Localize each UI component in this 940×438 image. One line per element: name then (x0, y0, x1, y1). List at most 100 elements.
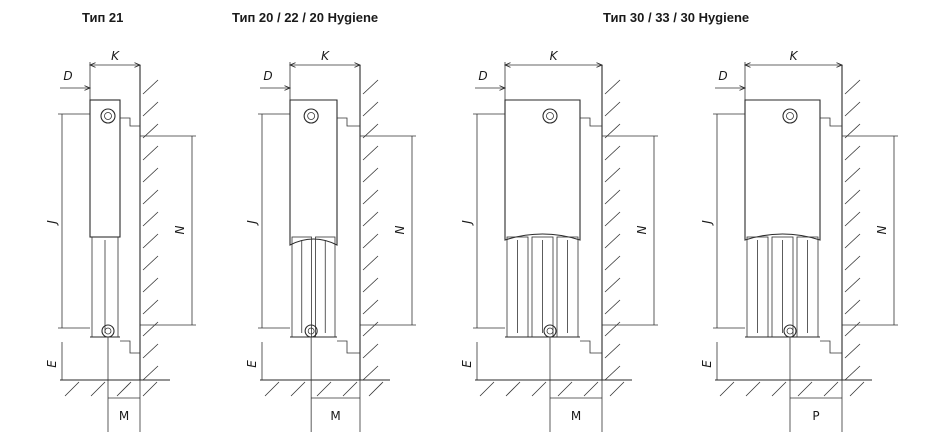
floor-hatch (505, 381, 521, 397)
wall-hatch (362, 211, 379, 227)
d-label: D (63, 69, 72, 83)
wall-hatch (362, 343, 379, 359)
n-label: N (635, 225, 649, 234)
n-label: N (393, 225, 407, 234)
top-bracket (820, 117, 842, 127)
top-connection-inner-icon (786, 112, 794, 120)
wall-hatch (604, 321, 621, 337)
wall-hatch (362, 233, 379, 249)
wall-hatch (844, 79, 861, 95)
wall-hatch (142, 211, 159, 227)
floor-hatch (479, 381, 495, 397)
wall-hatch (362, 189, 379, 205)
floor-hatch (557, 381, 573, 397)
radiator-cover (289, 99, 338, 246)
top-connection-icon (542, 108, 558, 124)
d-label: D (478, 69, 487, 83)
n-label: N (875, 225, 889, 234)
wall-hatch (142, 233, 159, 249)
wall-hatch (604, 255, 621, 271)
wall-hatch (604, 189, 621, 205)
k-label: K (550, 49, 559, 63)
d-label: D (263, 69, 272, 83)
d-label: D (718, 69, 727, 83)
wall-hatch (362, 255, 379, 271)
k-label: K (111, 49, 120, 63)
floor-hatch (342, 381, 358, 397)
top-bracket (337, 117, 360, 127)
wall-hatch (142, 79, 159, 95)
wall-hatch (844, 321, 861, 337)
radiator-figure-1: K D J N E M (45, 49, 196, 432)
wall-hatch (142, 189, 159, 205)
wall-hatch (142, 167, 159, 183)
e-label: E (460, 360, 474, 368)
floor-hatch (316, 381, 332, 397)
wall-hatch (362, 299, 379, 315)
floor-hatch (719, 381, 735, 397)
bottom-connection-inner-icon (786, 327, 794, 335)
n-label: N (173, 225, 187, 234)
top-connection-icon (303, 108, 319, 124)
radiator-cover (744, 99, 821, 241)
wall-hatch (142, 277, 159, 293)
m-label: M (119, 409, 129, 423)
floor-hatch (745, 381, 761, 397)
bottom-bracket (337, 340, 360, 354)
wall-hatch (362, 365, 379, 381)
title-type-30-33-30-hygiene: Тип 30 / 33 / 30 Hygiene (603, 10, 750, 25)
wall-hatch (844, 343, 861, 359)
wall-hatch (362, 145, 379, 161)
top-bracket (580, 117, 602, 127)
floor-hatch (849, 381, 865, 397)
top-connection-inner-icon (307, 112, 316, 120)
m-label: M (571, 409, 581, 423)
j-label: J (45, 220, 59, 226)
wall-hatch (362, 277, 379, 293)
wall-hatch (142, 101, 159, 117)
title-type-20-22-20-hygiene: Тип 20 / 22 / 20 Hygiene (232, 10, 379, 25)
wall-hatch (604, 79, 621, 95)
bottom-connection-inner-icon (104, 327, 112, 335)
floor-hatch (90, 381, 106, 397)
floor-hatch (264, 381, 280, 397)
floor-hatch (290, 381, 306, 397)
wall-hatch (844, 233, 861, 249)
title-type-21: Тип 21 (82, 10, 124, 25)
floor-hatch (531, 381, 547, 397)
top-connection-inner-icon (546, 112, 554, 120)
wall-hatch (142, 255, 159, 271)
p-label: P (812, 409, 819, 423)
top-connection-icon (782, 108, 798, 124)
bottom-bracket (820, 340, 842, 354)
wall-hatch (604, 343, 621, 359)
top-connection-icon (100, 108, 116, 124)
e-label: E (700, 360, 714, 368)
floor-hatch (583, 381, 599, 397)
top-bracket (120, 117, 140, 127)
floor-hatch (142, 381, 158, 397)
radiator-panel (89, 99, 121, 238)
wall-hatch (362, 79, 379, 95)
wall-hatch (142, 321, 159, 337)
wall-hatch (604, 101, 621, 117)
wall-hatch (604, 167, 621, 183)
wall-hatch (604, 233, 621, 249)
wall-hatch (142, 145, 159, 161)
wall-hatch (844, 365, 861, 381)
j-label: J (460, 220, 474, 226)
m-label: M (330, 409, 340, 423)
e-label: E (45, 360, 59, 368)
bottom-bracket (580, 340, 602, 354)
e-label: E (245, 360, 259, 368)
wall-hatch (844, 255, 861, 271)
bottom-connection-inner-icon (546, 327, 554, 335)
wall-hatch (362, 101, 379, 117)
bottom-bracket (120, 340, 140, 354)
bottom-connection-icon (543, 324, 557, 338)
wall-hatch (604, 145, 621, 161)
floor-hatch (116, 381, 132, 397)
wall-hatch (844, 277, 861, 293)
